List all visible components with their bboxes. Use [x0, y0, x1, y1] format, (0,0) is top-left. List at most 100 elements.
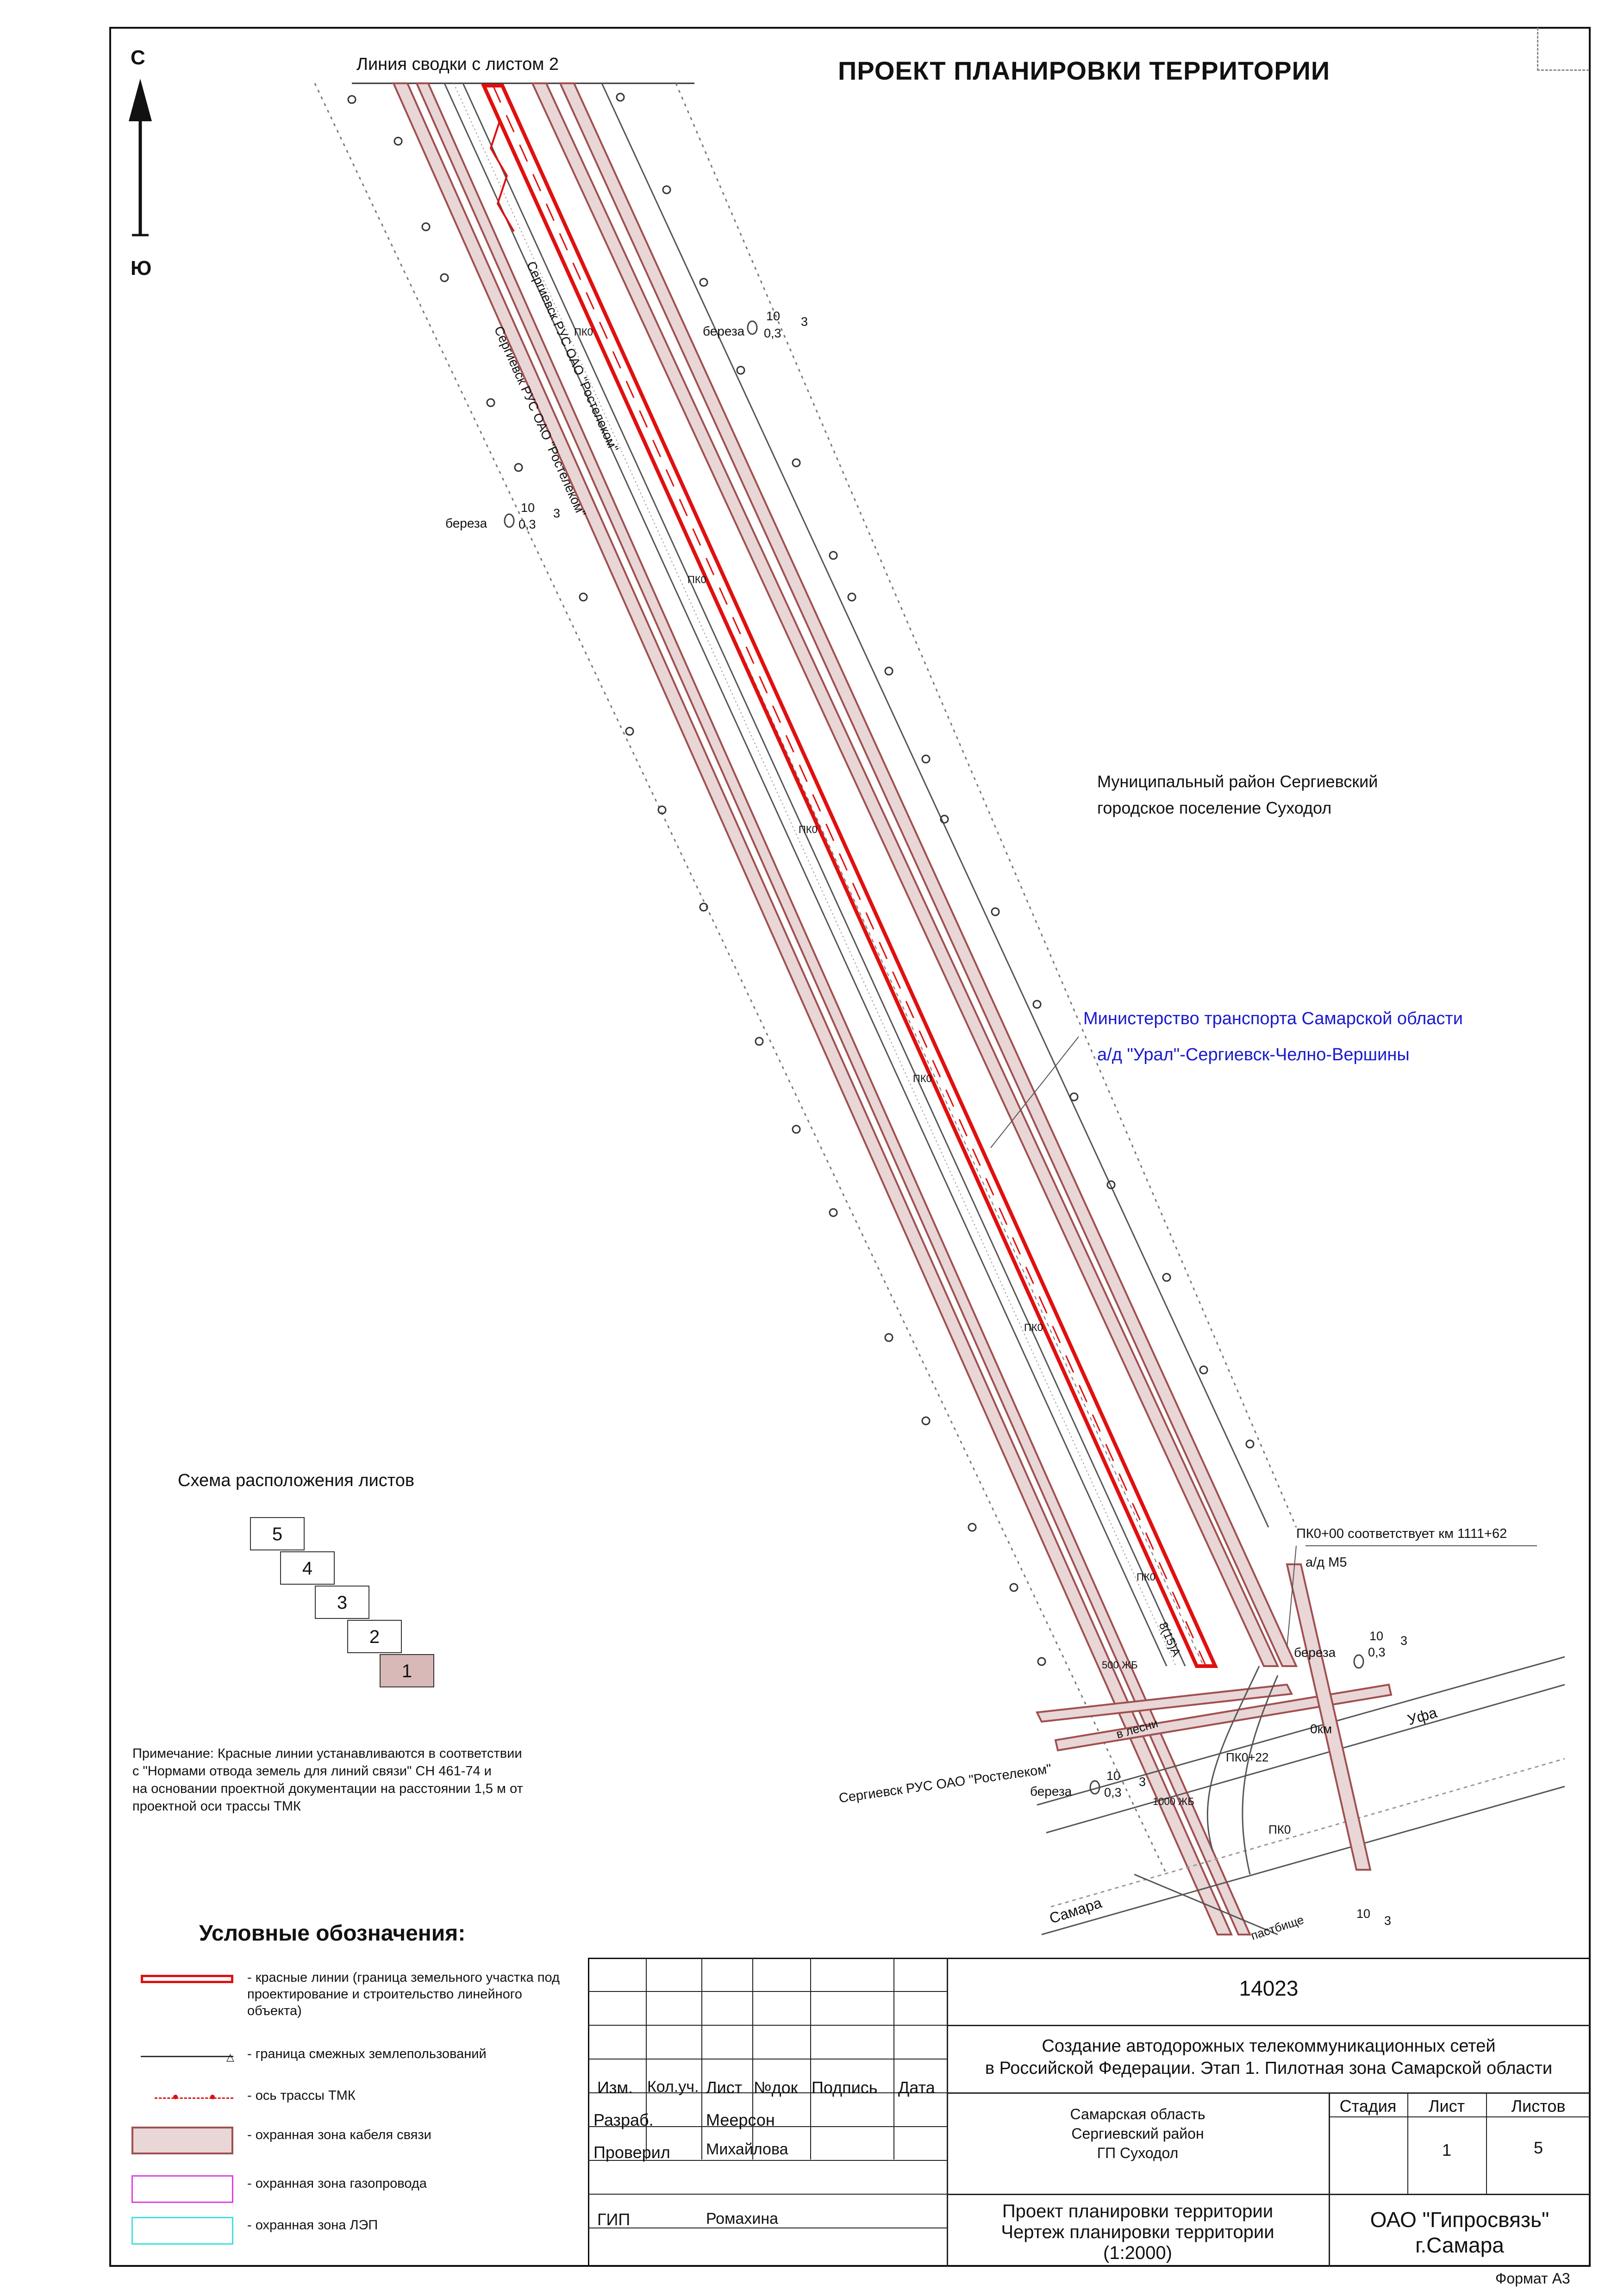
- sheets-header: Листов: [1511, 2097, 1566, 2116]
- boundary-left: [314, 83, 1168, 1875]
- col-podpis: Подпись: [812, 2078, 878, 2097]
- sheet-box-1-active[interactable]: 1: [380, 1654, 434, 1687]
- road-m5-label: а/д М5: [1305, 1555, 1347, 1570]
- pole-1000-label: 1000 ЖБ: [1153, 1796, 1194, 1807]
- birch-label-3: береза: [1294, 1645, 1336, 1660]
- role-razrab: Разраб.: [593, 2110, 654, 2129]
- km0-label: 0км: [1310, 1722, 1332, 1736]
- stage-header: Стадия: [1339, 2097, 1397, 2116]
- name-razrab: Меерсон: [706, 2110, 775, 2129]
- compass-north-label: С: [131, 46, 145, 69]
- road-label: а/д "Урал"-Сергиевск-Челно-Вершины: [1097, 1045, 1410, 1064]
- legend-text-lep: - охранная зона ЛЭП: [247, 2218, 378, 2233]
- pk-label-4: ПК0: [913, 1073, 932, 1084]
- col-ndok: №док: [754, 2078, 798, 2097]
- note-line-4: проектной оси трассы ТМК: [132, 1799, 301, 1814]
- note-line-1: Примечание: Красные линии устанавливаютс…: [132, 1746, 522, 1761]
- cross-cable-zone-3: [1286, 1563, 1372, 1871]
- tree-height-1: 10: [766, 309, 781, 323]
- tree-height-5: 10: [1356, 1907, 1371, 1921]
- tree-diameter-1: 0,3: [764, 326, 781, 340]
- note-block: Примечание: Красные линии устанавливаютс…: [132, 1745, 595, 1815]
- cable-zone-left-2: [415, 82, 1252, 1935]
- tree-count-3: 3: [1400, 1634, 1408, 1648]
- legend-text-axis: - ось трассы ТМК: [247, 2088, 356, 2103]
- tree-diameter-2: 0,3: [518, 517, 536, 531]
- birch-label-2: береза: [445, 516, 487, 530]
- project-line-1: Создание автодорожных телекоммуникационн…: [1042, 2036, 1496, 2056]
- sheet-box-2[interactable]: 2: [347, 1620, 402, 1653]
- north-arrow-icon: [129, 79, 152, 121]
- cross-cable-zone-1: [1035, 1683, 1293, 1723]
- legend-title: Условные обозначения:: [199, 1921, 466, 1946]
- drawing-line-2: Чертеж планировки территории: [1001, 2222, 1274, 2242]
- compass-south-label: Ю: [131, 257, 152, 280]
- pk-22-label: ПК0+22: [1226, 1750, 1269, 1764]
- birch-icons: [504, 320, 1364, 1795]
- location-line-3: ГП Суходол: [1097, 2145, 1179, 2161]
- tree-count-1: 3: [801, 315, 808, 329]
- col-izm: Изм.: [597, 2078, 633, 2097]
- cable-zone-right-2: [558, 82, 1298, 1667]
- sheet-box-3[interactable]: 3: [315, 1586, 369, 1619]
- legend-item-axis: - ось трассы ТМК: [122, 2087, 356, 2115]
- tree-height-3: 10: [1369, 1629, 1384, 1643]
- red-line-zone: [481, 84, 1218, 1668]
- sheet-value: 1: [1442, 2140, 1452, 2159]
- pk-note-label: ПК0+00 соответствует км 1111+62: [1296, 1526, 1507, 1541]
- corner-mark: [1537, 28, 1589, 71]
- pk-label-1: ПК0: [574, 326, 593, 338]
- name-gip: Ромахина: [706, 2210, 779, 2228]
- cable-zone-right: [531, 82, 1280, 1667]
- legend-text-red: - красные линии (граница земельного учас…: [247, 1970, 560, 2018]
- org-line-2: г.Самара: [1415, 2233, 1504, 2257]
- tree-markers: [347, 93, 1255, 1666]
- ministry-label: Министерство транспорта Самарской област…: [1083, 1009, 1463, 1028]
- drawing-line-1: Проект планировки территории: [1002, 2201, 1274, 2221]
- role-proveril: Проверил: [593, 2143, 670, 2162]
- birch-label-1: береза: [703, 324, 745, 338]
- tree-height-4: 10: [1106, 1769, 1121, 1783]
- role-gip: ГИП: [597, 2210, 631, 2229]
- sheet-box-4[interactable]: 4: [280, 1551, 335, 1585]
- road-ufa-1: [1037, 1656, 1565, 1806]
- col-list: Лист: [706, 2078, 743, 2097]
- tree-count-2: 3: [553, 506, 561, 520]
- tree-count-5: 3: [1384, 1914, 1392, 1928]
- boundary-right: [675, 83, 1297, 1528]
- pk-label-6: ПК0: [1137, 1571, 1156, 1583]
- pk-label-3: ПК0: [799, 824, 818, 835]
- doc-code: 14023: [1239, 1976, 1299, 2000]
- cable-zone-left: [392, 82, 1233, 1935]
- legend-item-red: - красные линии (граница земельного учас…: [122, 1969, 571, 2019]
- legend-item-gas: - охранная зона газопровода: [122, 2175, 427, 2203]
- location-line-1: Самарская область: [1070, 2106, 1206, 2122]
- page-title: ПРОЕКТ ПЛАНИРОВКИ ТЕРРИТОРИИ: [838, 56, 1330, 85]
- tree-diameter-4: 0,3: [1104, 1786, 1122, 1799]
- legend-item-lep: - охранная зона ЛЭП: [122, 2217, 378, 2245]
- sheet-link-label: Линия сводки с листом 2: [356, 55, 559, 74]
- legend-text-gas: - охранная зона газопровода: [247, 2176, 427, 2191]
- district-line1: Муниципальный район Сергиевский: [1097, 772, 1378, 791]
- road-edge-1: [443, 83, 1168, 1667]
- tmk-axis: [492, 85, 1207, 1667]
- note-line-2: с "Нормами отвода земель для линий связи…: [132, 1764, 492, 1779]
- district-line2: городское поселение Суходол: [1097, 798, 1332, 817]
- col-data: Дата: [898, 2078, 935, 2097]
- name-proveril: Михайлова: [706, 2140, 788, 2158]
- sheet-box-5[interactable]: 5: [250, 1517, 305, 1550]
- sheets-scheme-title: Схема расположения листов: [178, 1471, 415, 1490]
- legend-text-cable: - охранная зона кабеля связи: [247, 2128, 431, 2142]
- sheet-header: Лист: [1428, 2097, 1465, 2116]
- note-line-3: на основании проектной документации на р…: [132, 1781, 523, 1796]
- drawing-line-3: (1:2000): [1103, 2243, 1172, 2263]
- road-edge-2: [462, 83, 1186, 1667]
- pk-junction-label: ПК0: [1268, 1823, 1291, 1836]
- project-line-2: в Российской Федерации. Этап 1. Пилотная…: [985, 2059, 1553, 2078]
- org-line-1: ОАО "Гипросвязь": [1370, 2208, 1549, 2232]
- legend-item-boundary: △ - граница смежных землепользований: [122, 2046, 487, 2073]
- cross-cable-zone-2: [1054, 1683, 1393, 1752]
- legend-item-cable: - охранная зона кабеля связи: [122, 2127, 431, 2154]
- birch-label-4: береза: [1030, 1784, 1072, 1798]
